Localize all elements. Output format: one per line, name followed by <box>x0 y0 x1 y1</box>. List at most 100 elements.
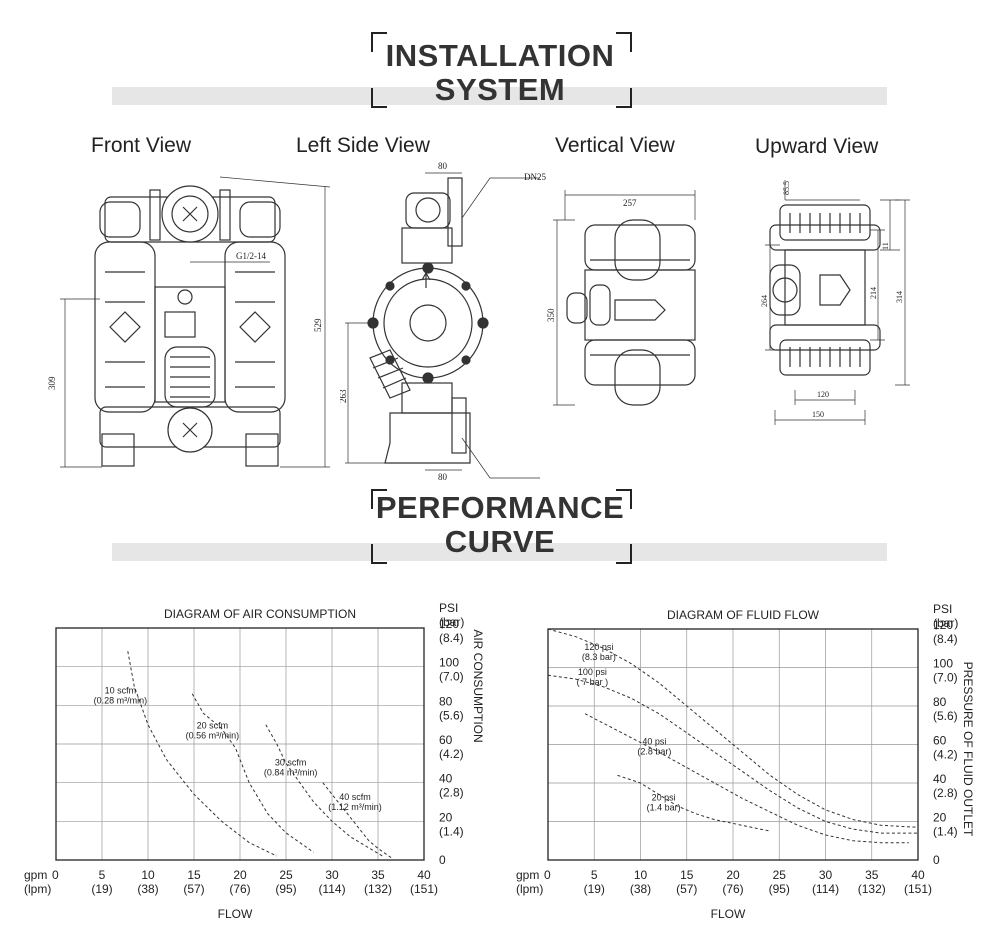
x-tick-gpm: 20 <box>726 868 740 882</box>
installation-system-title: INSTALLATION SYSTEM <box>0 39 1000 107</box>
y-tick-psi: 120 <box>933 618 953 632</box>
front-dim-lower: 309 <box>47 376 57 390</box>
y-tick-psi: 60 <box>933 734 947 748</box>
x-tick-lpm: (132) <box>364 882 392 896</box>
x-tick-gpm: 30 <box>819 868 833 882</box>
series-label-2: 100 psi <box>578 667 607 677</box>
bracket2-top-left <box>371 489 387 509</box>
left-side-view-label: Left Side View <box>296 134 430 157</box>
series-label-4: 20 psi <box>652 792 676 802</box>
x-tick-gpm: 0 <box>52 868 59 882</box>
upward-dim-bottom-inner: 120 <box>817 390 829 399</box>
left-side-view-drawing: 80 80 DN25 263 <box>340 161 546 482</box>
plot-frame <box>55 627 425 861</box>
x-tick-gpm: 40 <box>417 868 431 882</box>
x-tick-gpm: 5 <box>591 868 598 882</box>
x-unit-gpm: gpm <box>516 868 539 882</box>
x-tick-lpm: (114) <box>812 882 839 896</box>
left-dim-bottom: 80 <box>438 472 448 482</box>
y-tick-psi: 0 <box>439 853 446 867</box>
x-tick-lpm: (57) <box>183 882 204 896</box>
upward-view-label: Upward View <box>755 135 879 158</box>
series-line-1 <box>127 651 278 857</box>
y-tick-psi: 80 <box>933 695 947 709</box>
y-tick-bar: (2.8) <box>439 786 464 800</box>
y-tick-bar: (7.0) <box>439 670 464 684</box>
y-unit-bar: (bar) <box>439 615 464 629</box>
x-tick-lpm: (76) <box>229 882 250 896</box>
series-line-3 <box>584 713 909 844</box>
bracket2-top-right <box>616 489 632 509</box>
left-dim-flange: DN25 <box>524 172 546 182</box>
x-tick-gpm: 30 <box>325 868 339 882</box>
upward-dim-total: 314 <box>895 291 904 303</box>
front-dim-port: G1/2-14 <box>236 251 266 261</box>
y-tick-psi: 0 <box>933 853 940 867</box>
x-tick-gpm: 0 <box>544 868 551 882</box>
x-tick-lpm: (95) <box>769 882 790 896</box>
x-tick-lpm: (38) <box>137 882 158 896</box>
bracket-bottom-left <box>371 88 387 108</box>
x-tick-lpm: (95) <box>275 882 296 896</box>
header-band-installation <box>112 87 887 105</box>
vertical-view-label: Vertical View <box>555 134 675 157</box>
upward-dim-bottom-outer: 150 <box>812 410 824 419</box>
bracket2-bottom-left <box>371 544 387 564</box>
front-view-label: Front View <box>91 134 191 157</box>
y-unit-psi: PSI <box>933 602 952 616</box>
upward-dim-top: 85.5 <box>782 181 791 195</box>
x-tick-lpm: (151) <box>904 882 932 896</box>
bracket-bottom-right <box>616 88 632 108</box>
x-tick-gpm: 35 <box>371 868 385 882</box>
x-tick-lpm: (38) <box>630 882 651 896</box>
y-axis-label: AIR CONSUMPTION <box>471 629 485 742</box>
upward-view-drawing: 85.5 11 314 214 264 120 150 <box>760 180 910 425</box>
y-tick-psi: 20 <box>933 811 947 825</box>
series-sublabel-3: (2.8 bar) <box>637 747 671 757</box>
y-tick-bar: (4.2) <box>439 747 464 761</box>
series-line-2 <box>547 674 918 834</box>
performance-curve-title: PERFORMANCE CURVE <box>0 491 1000 559</box>
title2-line-2: CURVE <box>444 524 556 559</box>
x-tick-gpm: 35 <box>865 868 879 882</box>
x-tick-gpm: 10 <box>141 868 155 882</box>
series-line-4 <box>617 774 771 832</box>
x-axis-label: FLOW <box>218 907 253 921</box>
x-tick-lpm: (19) <box>584 882 605 896</box>
title2-line-1: PERFORMANCE <box>375 490 625 525</box>
vertical-dim-height: 350 <box>546 308 556 322</box>
y-tick-bar: (5.6) <box>933 709 958 723</box>
y-unit-bar: (bar) <box>933 616 958 630</box>
x-tick-gpm: 25 <box>279 868 293 882</box>
x-tick-gpm: 5 <box>99 868 106 882</box>
series-sublabel-4: (1.12 m³/min) <box>328 802 382 812</box>
x-tick-lpm: (114) <box>318 882 345 896</box>
y-tick-bar: (2.8) <box>933 786 958 800</box>
series-label-2: 20 scfm <box>197 721 229 731</box>
x-tick-lpm: (19) <box>91 882 112 896</box>
y-unit-psi: PSI <box>439 601 458 615</box>
title-line-2: SYSTEM <box>434 72 566 107</box>
chart-title: DIAGRAM OF FLUID FLOW <box>667 608 820 622</box>
y-tick-psi: 40 <box>933 772 947 786</box>
x-tick-gpm: 20 <box>233 868 247 882</box>
series-label-3: 30 scfm <box>275 757 307 767</box>
x-tick-gpm: 15 <box>680 868 694 882</box>
bracket-top-right <box>616 32 632 52</box>
series-sublabel-3: (0.84 m³/min) <box>264 767 318 777</box>
x-unit-lpm: (lpm) <box>516 882 543 896</box>
front-dim-total: 529 <box>313 318 323 332</box>
x-tick-lpm: (76) <box>722 882 743 896</box>
chart-title: DIAGRAM OF AIR CONSUMPTION <box>164 607 356 621</box>
y-tick-bar: (8.4) <box>933 632 958 646</box>
x-tick-gpm: 40 <box>911 868 925 882</box>
y-tick-psi: 60 <box>439 733 453 747</box>
x-tick-lpm: (132) <box>858 882 886 896</box>
upward-dim-gap: 11 <box>881 242 890 250</box>
bracket2-bottom-right <box>616 544 632 564</box>
series-label-4: 40 scfm <box>339 792 371 802</box>
bracket-top-left <box>371 32 387 52</box>
upward-dim-mid: 214 <box>869 287 878 299</box>
y-tick-bar: (4.2) <box>933 748 958 762</box>
